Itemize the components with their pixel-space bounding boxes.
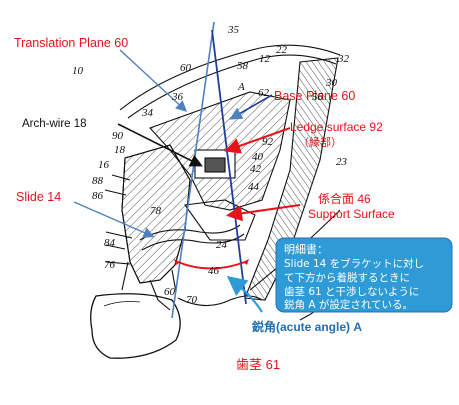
base-plane-line (211, 29, 247, 305)
ref-16: 16 (98, 159, 110, 171)
ref-30: 30 (325, 77, 338, 89)
ref-58: 58 (237, 60, 249, 72)
acute-angle-arc (177, 261, 246, 270)
ref-23: 23 (336, 156, 348, 168)
ref-88: 88 (92, 175, 104, 187)
explanation-note: 明細書： Slide 14 をブラケットに対し て下方から着脱するときに 歯茎 … (275, 237, 453, 313)
ref-78: 78 (150, 205, 162, 217)
ledge-surface-leader (224, 127, 291, 154)
gum-label: 歯茎 61 (236, 357, 280, 372)
note-line-4: 鋭角 A が設定されている。 (284, 298, 413, 311)
ref-18: 18 (114, 144, 126, 156)
acute-angle-leader (226, 275, 263, 313)
arch-wire-label: Arch-wire 18 (22, 118, 87, 130)
support-surface-jp-label: 係合面 46 (318, 191, 371, 206)
ref-60-top: 60 (180, 62, 192, 74)
ref-36: 36 (171, 91, 184, 103)
ref-44: 44 (248, 181, 260, 193)
ref-35: 35 (227, 24, 240, 36)
ledge-surface-jp-label: （縁部） (298, 135, 342, 149)
ref-40: 40 (252, 151, 264, 163)
translation-plane-line (171, 21, 215, 319)
ref-46: 46 (208, 265, 220, 277)
patent-drawing (90, 44, 361, 359)
acute-angle-label: 鋭角(acute angle) A (252, 319, 362, 334)
reference-numerals: 35 10 60 58 12 22 32 A 62 36 34 90 18 16… (72, 24, 350, 306)
note-line-1: Slide 14 をブラケットに対し (284, 257, 424, 270)
ref-12: 12 (259, 53, 271, 65)
note-heading: 明細書： (284, 242, 328, 256)
support-surface-leader (226, 204, 301, 222)
ref-84: 84 (104, 237, 116, 249)
base-plane-leader (229, 94, 273, 120)
ref-10: 10 (72, 65, 84, 77)
support-surface-label: Support Surface (308, 207, 395, 221)
ref-92: 92 (262, 136, 274, 148)
ref-42: 42 (250, 163, 262, 175)
slide-label: Slide 14 (16, 190, 61, 204)
ref-22: 22 (276, 44, 288, 56)
ref-60-bottom: 60 (164, 286, 176, 298)
ref-24: 24 (216, 239, 228, 251)
translation-plane-leader (119, 49, 188, 112)
ref-56: 56 (312, 91, 324, 103)
arch-wire-leader (117, 123, 203, 167)
ledge-surface-label: Ledge surface 92 (290, 120, 383, 134)
note-line-3: 歯茎 61 と干渉しないように (284, 285, 419, 298)
ref-32-top: 32 (337, 53, 350, 65)
ref-86: 86 (92, 190, 104, 202)
ref-34: 34 (141, 107, 154, 119)
ref-70: 70 (186, 294, 198, 306)
ref-A: A (237, 81, 245, 93)
note-line-2: て下方から着脱するときに (284, 271, 410, 284)
translation-plane-label: Translation Plane 60 (14, 36, 128, 50)
ref-76: 76 (104, 259, 116, 271)
ref-62: 62 (258, 87, 270, 99)
slide-leader (73, 201, 155, 238)
ref-90: 90 (112, 130, 124, 142)
base-plane-label: Base Plane 60 (274, 89, 355, 103)
